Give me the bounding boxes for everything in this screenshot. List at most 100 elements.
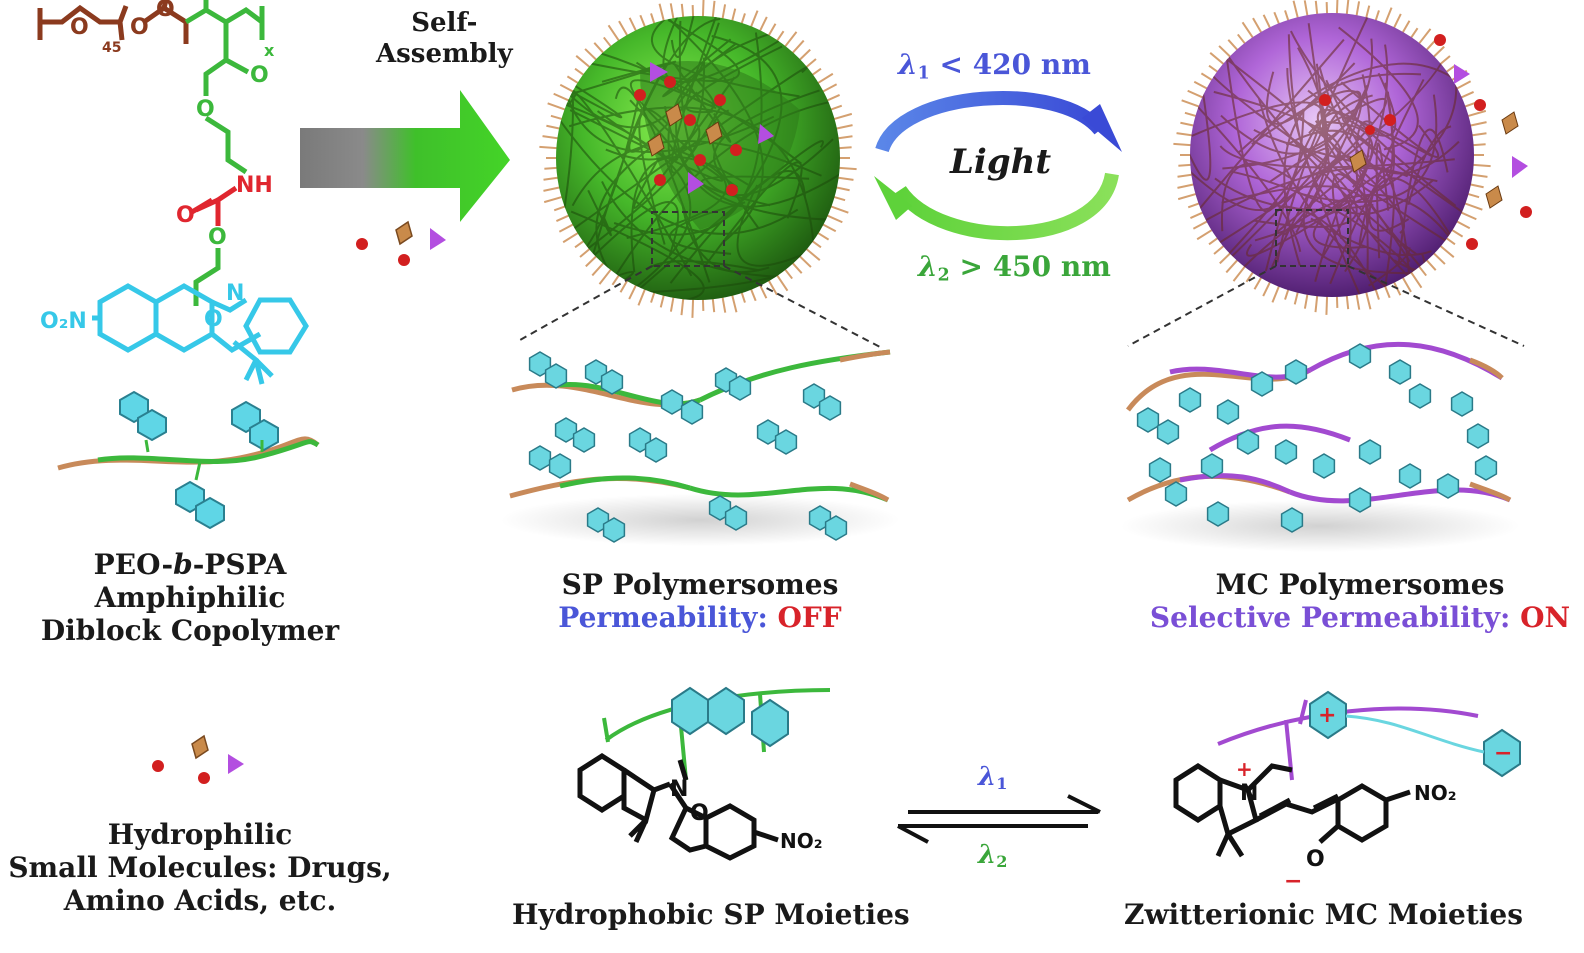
aromatic-ring bbox=[1408, 383, 1432, 409]
surface-spike bbox=[639, 14, 647, 29]
surface-spike bbox=[1364, 290, 1372, 310]
aromatic-ring bbox=[1436, 473, 1460, 499]
light-cycle bbox=[874, 91, 1122, 241]
surface-spike bbox=[691, 297, 695, 318]
aromatic-ring bbox=[1474, 455, 1498, 481]
surface-spike bbox=[1187, 201, 1201, 209]
aromatic-ring bbox=[1358, 439, 1382, 465]
aromatic-ring bbox=[1200, 453, 1224, 479]
surface-spike bbox=[804, 58, 817, 69]
surface-spike bbox=[836, 176, 854, 181]
surface-spike bbox=[553, 92, 571, 102]
surface-spike bbox=[1262, 14, 1272, 30]
surface-spike bbox=[585, 254, 598, 268]
surface-spike bbox=[1314, 0, 1319, 16]
surface-spike bbox=[1293, 290, 1300, 305]
surface-spike bbox=[1181, 99, 1201, 109]
aromatic-ring bbox=[756, 419, 780, 445]
surface-spike bbox=[1237, 33, 1247, 46]
surface-spike bbox=[721, 295, 727, 313]
surface-spike bbox=[1292, 0, 1300, 20]
aromatic-ring bbox=[572, 427, 596, 453]
surface-spike bbox=[783, 31, 798, 49]
vis-lambda-sub: 2 bbox=[937, 265, 950, 286]
membrane-strand bbox=[1226, 53, 1418, 256]
surface-spike bbox=[834, 186, 850, 192]
eq-lambda2-label: λ2 bbox=[978, 840, 1008, 872]
self-assembly-label: Self- Assembly bbox=[376, 8, 513, 69]
mc-cargo-minus: − bbox=[1494, 741, 1512, 766]
mc-molecule-nplus: + bbox=[1236, 757, 1253, 781]
surface-spike bbox=[584, 48, 598, 62]
membrane-strand bbox=[556, 103, 799, 235]
membrane-strand bbox=[1246, 199, 1352, 257]
surface-spike bbox=[1177, 183, 1196, 189]
surface-spike bbox=[1252, 17, 1263, 35]
surface-spike bbox=[558, 222, 575, 233]
aromatic-ring bbox=[774, 429, 798, 455]
pspa-carbonyl-oxygen: O bbox=[250, 63, 269, 88]
membrane-strand bbox=[703, 161, 803, 268]
aromatic-ring bbox=[1466, 423, 1490, 449]
aromatic-ring bbox=[1206, 501, 1230, 527]
surface-spike bbox=[1189, 211, 1205, 219]
surface-spike bbox=[1466, 109, 1487, 118]
surface-spike bbox=[1180, 121, 1196, 127]
surface-spike bbox=[832, 195, 846, 202]
hydrophilic-line1: Hydrophilic bbox=[107, 818, 293, 851]
aromatic-ring bbox=[1274, 439, 1298, 465]
membrane-strand bbox=[1341, 116, 1472, 219]
mc-permeability: Selective Permeability: ON bbox=[1149, 601, 1571, 635]
copolymer-name: PEO-b-PSPA bbox=[93, 548, 287, 581]
surface-spike bbox=[628, 17, 638, 33]
mc-spikes bbox=[1173, 0, 1491, 315]
membrane-strand bbox=[1321, 44, 1389, 259]
mc-polymersome bbox=[1173, 0, 1491, 315]
visible-wavelength-label: λ2 > 450 nm bbox=[918, 250, 1111, 286]
surface-spike bbox=[798, 254, 812, 268]
sp-moieties-text: Hydrophobic SP Moieties bbox=[512, 898, 910, 931]
pspa-repeat-count: x bbox=[264, 41, 275, 60]
surface-spike bbox=[767, 23, 777, 38]
surface-spike bbox=[832, 112, 853, 121]
surface-spike bbox=[1463, 101, 1477, 109]
membrane-strand bbox=[1219, 145, 1455, 169]
surface-spike bbox=[575, 55, 592, 69]
surface-spike bbox=[574, 67, 586, 77]
surface-spike bbox=[1432, 251, 1446, 265]
surface-spike bbox=[628, 283, 638, 300]
surface-spike bbox=[1209, 52, 1226, 66]
aromatic-ring bbox=[1348, 343, 1372, 369]
surface-spike bbox=[1468, 183, 1484, 189]
surface-spike bbox=[836, 135, 853, 140]
aromatic-ring bbox=[728, 375, 752, 401]
sp-ring-oxygen: O bbox=[204, 307, 223, 332]
surface-spike bbox=[758, 16, 768, 33]
copolymer-cartoon bbox=[57, 390, 320, 530]
mc-cargo bbox=[1319, 34, 1532, 250]
surface-spike bbox=[1450, 228, 1464, 238]
mc-cargo-plus: + bbox=[1318, 703, 1336, 728]
surface-spike bbox=[669, 3, 675, 21]
vis-lambda-symbol: λ bbox=[918, 250, 938, 283]
membrane-strand bbox=[570, 210, 705, 300]
uv-arrow bbox=[875, 91, 1106, 153]
surface-spike bbox=[1438, 244, 1455, 258]
surface-spike bbox=[1455, 80, 1472, 91]
surface-spike bbox=[1227, 39, 1240, 52]
surface-spike bbox=[804, 247, 821, 261]
aromatic-ring bbox=[660, 389, 684, 415]
surface-spike bbox=[837, 166, 857, 171]
light-label: Light bbox=[950, 142, 1051, 182]
surface-spike bbox=[1417, 264, 1427, 277]
pspa-backbone bbox=[184, 0, 265, 175]
surface-spike bbox=[1173, 142, 1193, 147]
surface-spike bbox=[1303, 292, 1309, 309]
surface-spike bbox=[1471, 163, 1491, 168]
peo-block bbox=[37, 0, 189, 44]
surface-spike bbox=[619, 278, 629, 293]
surface-spike bbox=[598, 267, 613, 285]
membrane-strand bbox=[1314, 91, 1394, 188]
surface-spike bbox=[559, 83, 575, 94]
sp-permeability: Permeability: OFF bbox=[558, 601, 842, 635]
